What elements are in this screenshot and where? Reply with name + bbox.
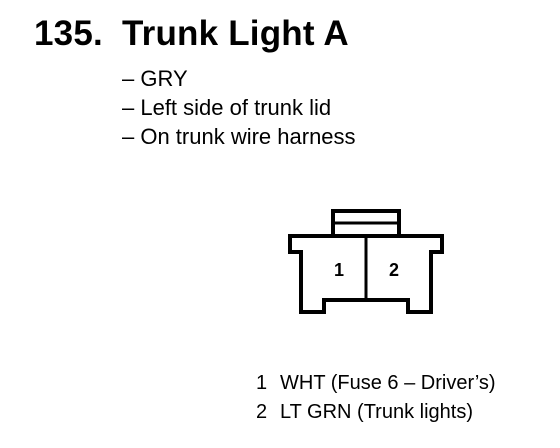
component-details: – GRY – Left side of trunk lid – On trun…	[122, 64, 356, 151]
pinout-description: WHT (Fuse 6 – Driver’s)	[280, 372, 496, 394]
pinout-pin-number: 1	[256, 372, 268, 394]
detail-location: – Left side of trunk lid	[122, 95, 332, 120]
connector-body	[288, 234, 444, 314]
pinout-row: 1 WHT (Fuse 6 – Driver’s)	[256, 369, 496, 398]
pinout-list: 1 WHT (Fuse 6 – Driver’s) 2 LT GRN (Trunk …	[256, 369, 496, 427]
detail-harness: – On trunk wire harness	[122, 124, 356, 149]
pinout-row: 2 LT GRN (Trunk lights)	[256, 398, 496, 427]
component-title: 135. Trunk Light A	[34, 14, 349, 54]
component-name: Trunk Light A	[122, 14, 349, 53]
connector-diagram: 1 2	[288, 209, 444, 314]
pinout-description: LT GRN (Trunk lights)	[280, 401, 473, 423]
pinout-pin-number: 2	[256, 401, 268, 423]
connector-pin-1-label: 1	[334, 260, 344, 280]
connector-pin-2-label: 2	[389, 260, 399, 280]
component-number: 135.	[34, 14, 103, 53]
detail-color: – GRY	[122, 66, 188, 91]
